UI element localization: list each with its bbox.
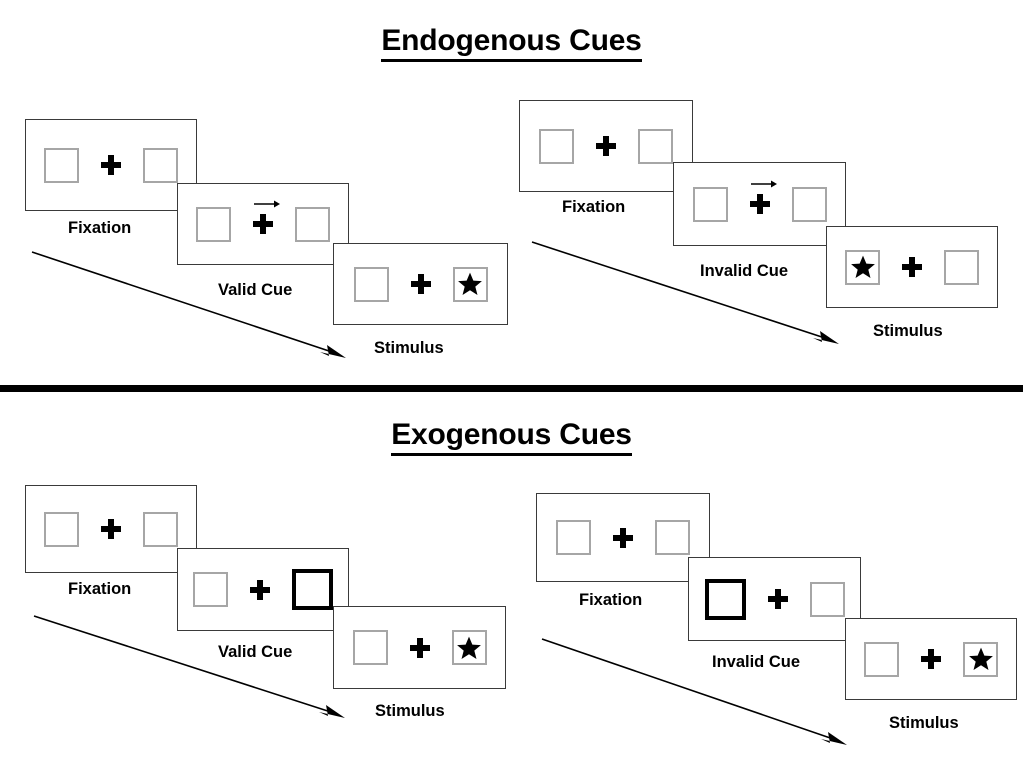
panel-content — [26, 486, 196, 572]
caption-endogenous-invalid-cue: Invalid Cue — [700, 262, 789, 280]
left-box — [864, 641, 899, 677]
panel-content — [178, 184, 348, 264]
panel-exogenous-valid-fixation[interactable] — [25, 485, 197, 573]
plus-icon — [767, 589, 788, 609]
panel-endogenous-valid-fixation[interactable] — [25, 119, 197, 211]
panel-endogenous-invalid-fixation[interactable] — [519, 100, 693, 192]
caption-endogenous-invalid-stimulus: Stimulus — [873, 322, 943, 340]
star-icon — [850, 255, 875, 279]
panel-content — [674, 163, 845, 245]
plus-icon — [749, 180, 777, 214]
plus-icon — [101, 519, 121, 539]
right-box — [963, 641, 998, 677]
right-box — [809, 581, 845, 617]
panel-content — [689, 558, 860, 640]
plus-icon — [101, 155, 121, 175]
panel-content — [537, 494, 709, 581]
left-box — [44, 511, 79, 547]
caption-exogenous-invalid-fixation: Fixation — [579, 591, 643, 609]
panel-content — [334, 244, 507, 324]
star-icon — [457, 636, 481, 659]
caption-endogenous-invalid-fixation: Fixation — [562, 198, 626, 216]
right-box-cued — [292, 569, 333, 610]
plus-icon — [902, 257, 922, 277]
plus-icon — [596, 136, 616, 156]
left-box — [353, 266, 389, 302]
right-box — [638, 128, 673, 164]
left-box — [196, 206, 231, 242]
panel-content — [827, 227, 997, 307]
section-divider — [0, 385, 1023, 392]
panel-content — [26, 120, 196, 210]
plus-icon — [613, 527, 633, 548]
panel-content — [846, 619, 1016, 699]
right-box — [944, 249, 979, 285]
panel-endogenous-invalid-cue[interactable] — [673, 162, 846, 246]
flow-arrow-endogenous-invalid — [531, 241, 839, 344]
section-title-exogenous-text: Exogenous Cues — [391, 418, 632, 456]
caption-endogenous-valid-cue: Valid Cue — [218, 281, 293, 299]
caption-endogenous-valid-fixation: Fixation — [68, 219, 132, 237]
right-box — [452, 266, 488, 302]
left-box — [556, 520, 591, 555]
panel-endogenous-valid-cue[interactable] — [177, 183, 349, 265]
star-icon — [458, 272, 482, 296]
left-box — [44, 147, 79, 183]
arrow-right-icon — [254, 200, 280, 208]
plus-icon — [921, 649, 941, 669]
section-title-exogenous: Exogenous Cues — [0, 418, 1023, 456]
right-box — [655, 520, 690, 555]
caption-exogenous-valid-cue: Valid Cue — [218, 643, 293, 661]
panel-exogenous-valid-stimulus[interactable] — [333, 606, 506, 689]
left-box — [352, 630, 388, 665]
right-box — [451, 630, 487, 665]
flow-arrow-exogenous-invalid — [541, 638, 847, 745]
plus-icon — [409, 637, 430, 658]
left-box — [193, 572, 228, 607]
panel-exogenous-valid-cue[interactable] — [177, 548, 349, 631]
left-box-cued — [704, 578, 746, 620]
panel-exogenous-invalid-fixation[interactable] — [536, 493, 710, 582]
caption-exogenous-valid-fixation: Fixation — [68, 580, 132, 598]
star-icon — [968, 647, 993, 671]
right-box — [143, 147, 178, 183]
left-box — [539, 128, 574, 164]
plus-icon — [410, 274, 431, 294]
panel-endogenous-invalid-stimulus[interactable] — [826, 226, 998, 308]
left-box — [692, 186, 728, 222]
section-title-endogenous: Endogenous Cues — [0, 24, 1023, 62]
panel-exogenous-invalid-stimulus[interactable] — [845, 618, 1017, 700]
panel-exogenous-invalid-cue[interactable] — [688, 557, 861, 641]
panel-endogenous-valid-stimulus[interactable] — [333, 243, 508, 325]
flow-arrow-endogenous-valid — [31, 251, 346, 358]
caption-exogenous-invalid-cue: Invalid Cue — [712, 653, 801, 671]
caption-exogenous-valid-stimulus: Stimulus — [375, 702, 445, 720]
section-title-endogenous-text: Endogenous Cues — [381, 24, 642, 62]
right-box — [143, 511, 178, 547]
right-box — [791, 186, 827, 222]
panel-content — [520, 101, 692, 191]
plus-icon — [253, 200, 280, 234]
flow-arrow-exogenous-valid — [33, 615, 345, 718]
plus-icon — [250, 579, 270, 600]
panel-content — [178, 549, 348, 630]
caption-endogenous-valid-stimulus: Stimulus — [374, 339, 444, 357]
caption-exogenous-invalid-stimulus: Stimulus — [889, 714, 959, 732]
left-box — [845, 249, 880, 285]
panel-content — [334, 607, 505, 688]
right-box — [295, 206, 330, 242]
arrow-right-icon — [750, 180, 777, 188]
